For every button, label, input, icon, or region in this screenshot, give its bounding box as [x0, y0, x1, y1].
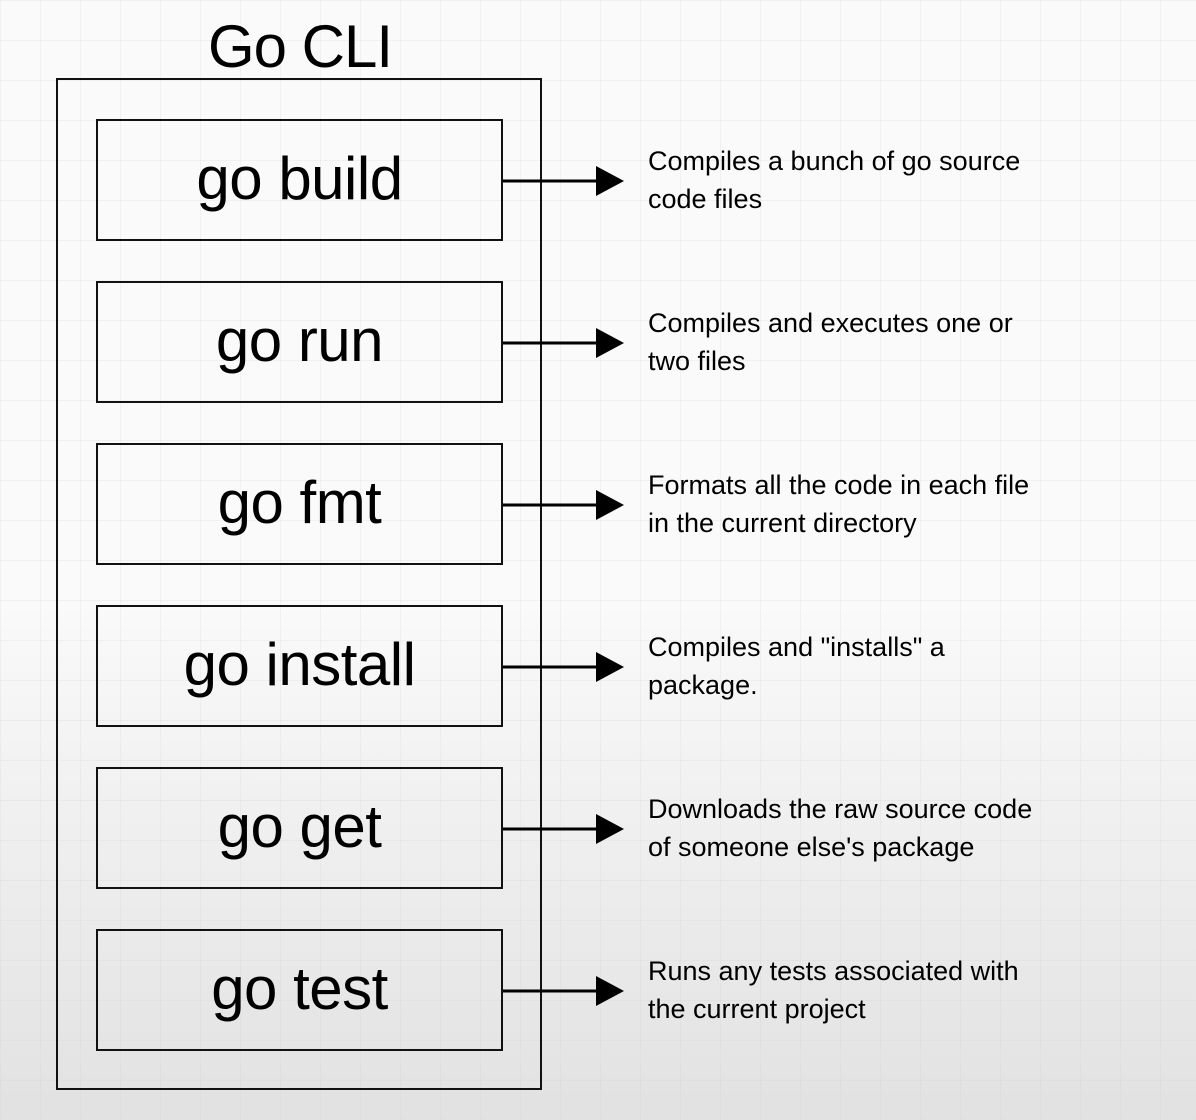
- description-go-run: Compiles and executes one or two files: [648, 308, 1013, 376]
- command-label: go test: [211, 954, 388, 1022]
- arrowhead-go-test: [596, 976, 624, 1006]
- description-go-test: Runs any tests associated with the curre…: [648, 956, 1019, 1024]
- description-go-build: Compiles a bunch of go source code files: [648, 146, 1021, 214]
- command-label: go build: [196, 144, 403, 212]
- arrowhead-go-fmt: [596, 490, 624, 520]
- arrowhead-go-run: [596, 328, 624, 358]
- command-box-go-install: go install: [96, 605, 503, 727]
- command-label: go run: [215, 306, 384, 374]
- command-label: go get: [217, 792, 382, 860]
- command-box-go-run: go run: [96, 281, 503, 403]
- description-go-get: Downloads the raw source code of someone…: [648, 794, 1033, 862]
- command-box-go-test: go test: [96, 929, 503, 1051]
- command-box-go-build: go build: [96, 119, 503, 241]
- command-box-go-get: go get: [96, 767, 503, 889]
- command-label: go fmt: [217, 468, 382, 536]
- arrowhead-go-get: [596, 814, 624, 844]
- diagram-title: Go CLI: [207, 13, 393, 80]
- arrowhead-go-build: [596, 166, 624, 196]
- description-go-fmt: Formats all the code in each file in the…: [648, 470, 1030, 538]
- command-box-go-fmt: go fmt: [96, 443, 503, 565]
- command-label: go install: [183, 630, 416, 698]
- description-go-install: Compiles and "installs" a package.: [648, 632, 945, 700]
- arrowhead-go-install: [596, 652, 624, 682]
- cli-container-box: [56, 78, 542, 1090]
